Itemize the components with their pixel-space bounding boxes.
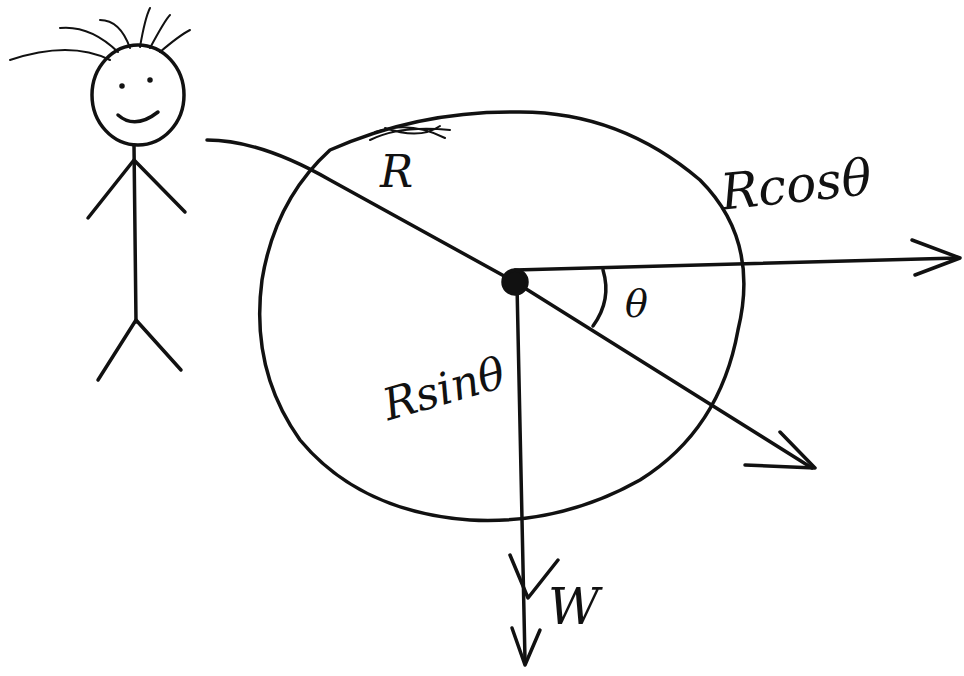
arrowhead xyxy=(512,628,540,665)
component-label: Rcosθ xyxy=(718,152,874,218)
arrowhead xyxy=(745,432,815,468)
scribble xyxy=(370,126,450,140)
force-label: R xyxy=(380,150,413,194)
figure-body xyxy=(134,145,136,322)
figure-eye xyxy=(148,78,152,82)
figure-hair xyxy=(10,8,190,60)
component-label: Rsinθ xyxy=(378,351,510,428)
tension-arrow xyxy=(515,282,812,468)
weight-label: W xyxy=(548,582,599,632)
rope xyxy=(207,140,515,282)
center-point xyxy=(503,270,527,294)
figure-legs xyxy=(98,320,181,380)
weight-arrow xyxy=(517,285,525,660)
figure-smile xyxy=(118,112,158,122)
arrowhead xyxy=(912,240,960,275)
figure-head xyxy=(92,45,184,145)
angle-label: θ xyxy=(625,285,648,323)
figure-arms xyxy=(88,160,185,218)
ball-outline xyxy=(260,112,744,521)
figure-eye xyxy=(120,84,124,88)
angle-arc xyxy=(593,270,606,326)
horizontal-component-arrow xyxy=(515,258,958,270)
